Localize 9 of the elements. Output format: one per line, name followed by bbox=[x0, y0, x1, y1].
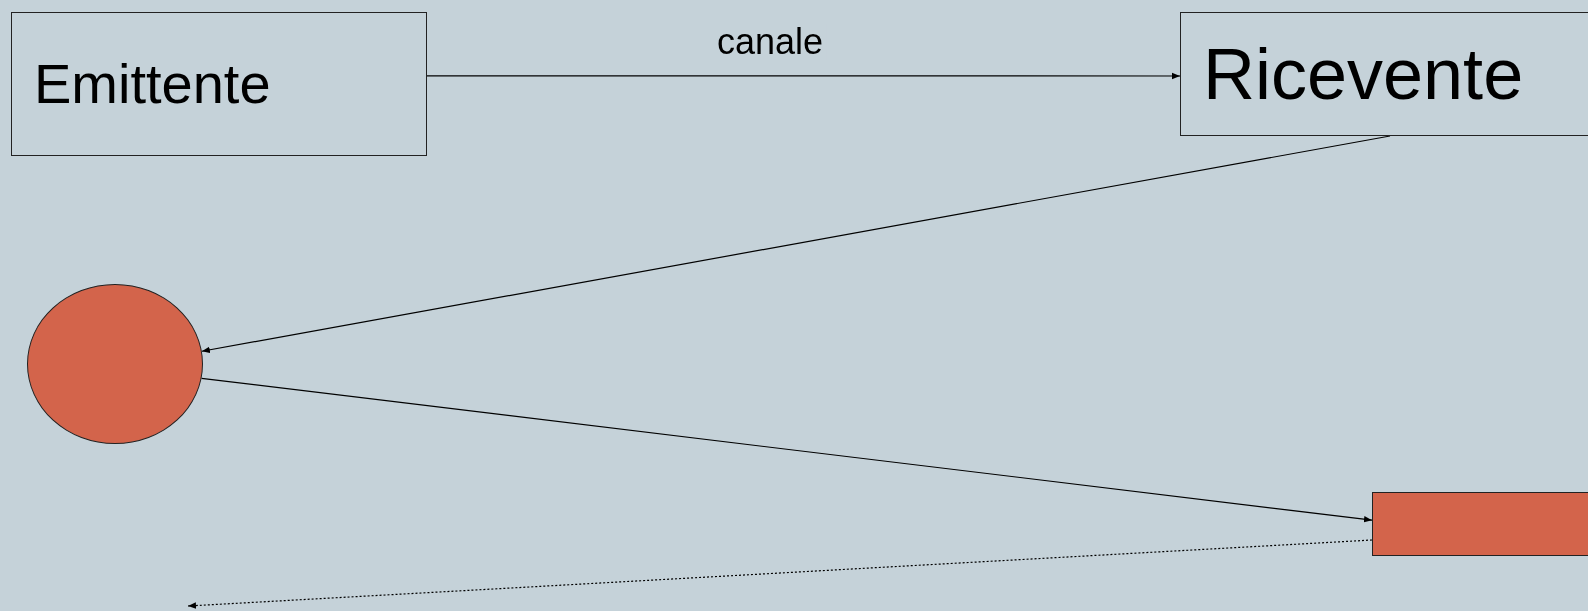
process-box bbox=[11, 12, 427, 156]
arrow bbox=[187, 539, 1373, 609]
bar-shape bbox=[1372, 492, 1588, 556]
node-label: Ricevente bbox=[1203, 38, 1524, 110]
node-label: Emittente bbox=[34, 56, 271, 112]
arrow bbox=[201, 135, 1391, 353]
arrow bbox=[201, 377, 1373, 523]
process-box bbox=[1180, 12, 1588, 136]
arrow bbox=[426, 72, 1181, 80]
